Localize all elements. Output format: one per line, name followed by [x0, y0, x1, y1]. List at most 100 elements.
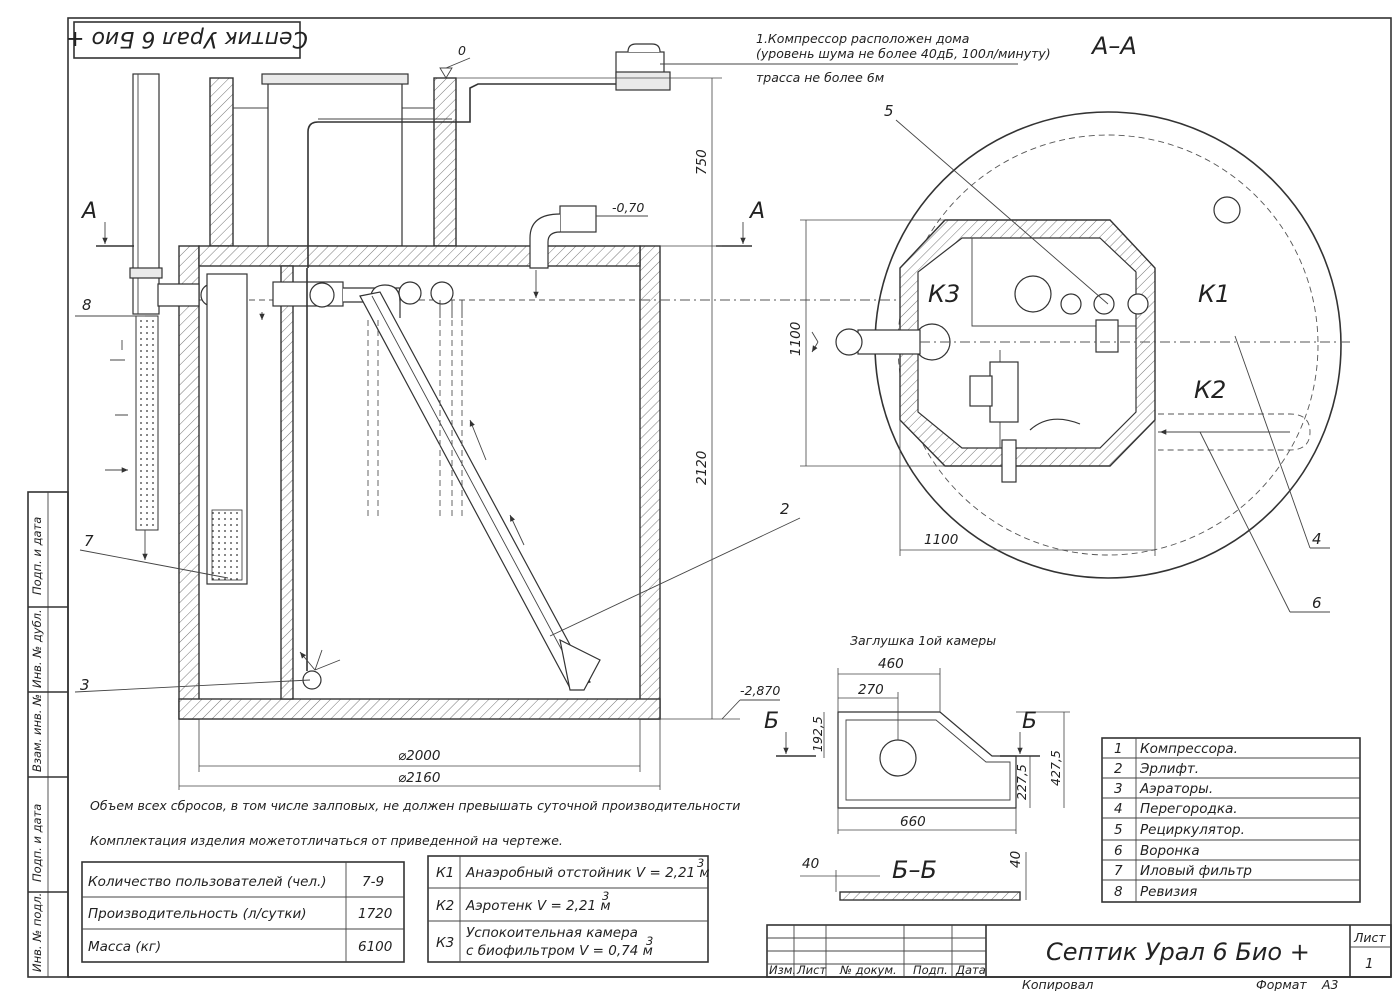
dim-4275: 427,5 [1048, 750, 1063, 786]
section-mark-b-left: Б [764, 709, 779, 734]
dim-1100-horizontal: 1100 [924, 532, 958, 548]
side-stamp-5: Инв. № подл. [30, 893, 44, 972]
dim-40-vertical: 40 [1008, 851, 1024, 868]
inlet-elbow [529, 205, 597, 269]
callout-6: 6 [1312, 594, 1322, 612]
spec-label-mass: Масса (кг) [88, 939, 161, 955]
legend-num-6: 6 [1114, 843, 1123, 859]
note-route: трасса не более 6м [756, 70, 884, 85]
callout-3: 3 [80, 676, 90, 694]
chamber-desc-k2: Аэротенк V = 2,21 м [465, 898, 611, 914]
callout-8: 8 [82, 296, 92, 314]
legend-num-3: 3 [1114, 781, 1123, 797]
spec-value-users: 7-9 [362, 874, 384, 890]
side-stamp: Подп. и дата Взам. инв. № Инв. № дубл. П… [27, 491, 69, 978]
dim-750: 750 [694, 149, 710, 175]
specs-table: Количество пользователей (чел.) 7-9 Прои… [81, 861, 405, 963]
legend-name-6: Воронка [1140, 843, 1200, 859]
legend-num-4: 4 [1114, 801, 1123, 817]
legend-name-8: Ревизия [1140, 884, 1197, 900]
tb-sheet-num: 1 [1365, 956, 1374, 972]
legend-num-7: 7 [1114, 863, 1123, 879]
elevation-bottom: -2,870 [740, 683, 780, 698]
tb-header-izm: Изм. [769, 963, 796, 977]
dim-d2160: ⌀2160 [398, 770, 440, 786]
legend-num-8: 8 [1114, 884, 1123, 900]
chamber-desc-k3-line1: Успокоительная камера [466, 925, 638, 941]
callout-2: 2 [780, 500, 790, 518]
spec-value-mass: 6100 [358, 939, 392, 955]
note-volume: Объем всех сбросов, в том числе залповых… [90, 798, 740, 813]
chamber-k2: К2 [1194, 376, 1226, 404]
callout-4: 4 [1312, 530, 1322, 548]
airlift [359, 291, 591, 689]
dim-2275: 227,5 [1014, 764, 1029, 800]
legend-num-2: 2 [1114, 761, 1123, 777]
legend-name-5: Рециркулятор. [1140, 822, 1245, 838]
chamber-code-k1: К1 [436, 865, 454, 881]
hatch-lid [261, 73, 409, 85]
spec-label-capacity: Производительность (л/сутки) [88, 906, 307, 922]
side-stamp-3: Инв. № дубл. [30, 609, 44, 688]
dim-1100-vertical: 1100 [788, 322, 804, 356]
chamber-sup-k1: 3 [697, 856, 704, 870]
dim-40-horizontal: 40 [802, 856, 819, 872]
plan-view: К3 К1 К2 1100 1100 5 4 6 [788, 102, 1350, 613]
inverted-title-box: Септик Урал 6 Био + [66, 21, 308, 59]
callout-5: 5 [884, 102, 894, 120]
compressor-icon [615, 43, 671, 91]
partition-wall [280, 265, 294, 700]
legend-name-1: Компрессора. [1140, 741, 1238, 757]
chamber-sup-k3: 3 [646, 934, 653, 948]
tb-header-date: Дата [955, 963, 986, 977]
dim-660: 660 [900, 814, 926, 830]
callout-7: 7 [84, 532, 94, 550]
legend-name-3: Аэраторы. [1139, 781, 1213, 797]
legend-num-5: 5 [1114, 822, 1123, 838]
chamber-k3: К3 [928, 280, 960, 308]
legend-table: 1 Компрессора. 2 Эрлифт. 3 Аэраторы. 4 П… [1101, 737, 1361, 903]
tb-header-doc: № докум. [839, 963, 897, 977]
section-mark-a-left: А [80, 199, 97, 224]
dim-460: 460 [878, 656, 904, 672]
chamber-sup-k2: 3 [602, 889, 609, 903]
dim-270: 270 [858, 682, 884, 698]
inverted-title: Септик Урал 6 Био + [66, 26, 308, 51]
chamber-desc-k3-line2: с биофильтром V = 0,74 м [466, 943, 653, 959]
tb-name: Септик Урал 6 Био + [1046, 938, 1310, 966]
tb-format-value: А3 [1321, 977, 1339, 991]
side-stamp-1: Подп. и дата [30, 517, 44, 595]
chamber-k1: К1 [1198, 280, 1230, 308]
legend-name-7: Иловый фильтр [1140, 863, 1252, 879]
section-bb-label: Б–Б [892, 856, 937, 884]
section-label-aa: А–А [1090, 32, 1137, 60]
plug-detail: Заглушка 1ой камеры 460 270 192,5 427,5 … [764, 633, 1070, 901]
tb-format-label: Формат [1256, 977, 1307, 991]
note-compressor-2: (уровень шума не более 40дБ, 100л/минуту… [756, 46, 1051, 61]
section-mark-b-right: Б [1022, 709, 1037, 734]
side-stamp-2: Взам. инв. № [30, 694, 44, 772]
spec-label-users: Количество пользователей (чел.) [88, 874, 327, 890]
tb-copied: Копировал [1022, 977, 1093, 991]
dim-d2000: ⌀2000 [398, 748, 440, 764]
chamber-desc-k1: Анаэробный отстойник V = 2,21 м [465, 865, 710, 881]
note-completeness: Комплектация изделия можетотличаться от … [90, 833, 563, 848]
spec-value-capacity: 1720 [358, 906, 392, 922]
side-stamp-4: Подп. и дата [30, 804, 44, 882]
chamber-code-k2: К2 [436, 898, 454, 914]
section-mark-a-right: А [748, 199, 765, 224]
plug-title: Заглушка 1ой камеры [850, 633, 996, 648]
tb-sheet-label: Лист [1353, 930, 1386, 945]
elevation-view: А А 750 2120 0 -0,70 -2,870 ⌀2000 ⌀2160 … [74, 43, 1000, 790]
dim-2120: 2120 [694, 451, 710, 485]
dim-1925: 192,5 [810, 716, 825, 752]
legend-name-2: Эрлифт. [1139, 761, 1199, 777]
tb-header-podp: Подп. [913, 963, 948, 977]
tb-header-list: Лист [796, 963, 826, 977]
title-block: Изм. Лист № докум. Подп. Дата Септик Ура… [766, 924, 1392, 991]
chamber-code-k3: К3 [436, 935, 454, 951]
elevation-zero: 0 [458, 43, 466, 58]
chamber-table: К1 Анаэробный отстойник V = 2,21 м 3 К2 … [427, 855, 710, 963]
legend-num-1: 1 [1114, 741, 1123, 757]
